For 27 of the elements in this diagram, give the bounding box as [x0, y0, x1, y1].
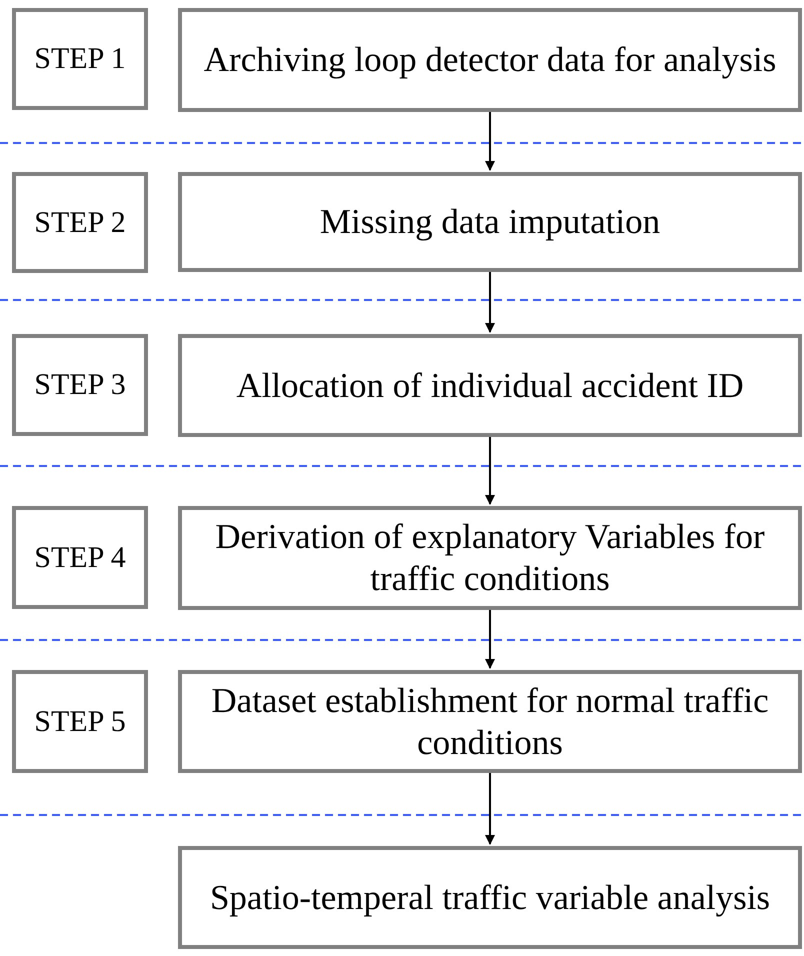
process-box: [178, 846, 802, 949]
step-label: STEP 4: [34, 540, 126, 576]
process-box: [178, 506, 802, 610]
arrow: [485, 112, 495, 171]
process-text: Derivation of explanatory Variables for traffic conditions: [214, 516, 766, 600]
process-text: Spatio-temperal traffic variable analysis: [208, 876, 772, 918]
step-label: STEP 3: [34, 367, 126, 404]
arrow: [485, 272, 495, 333]
step-label-box: [12, 670, 148, 773]
step-label: STEP 2: [34, 204, 126, 241]
arrow: [485, 610, 495, 669]
step-label-box: [12, 506, 148, 609]
step-label-box: [12, 172, 148, 273]
process-box: [178, 172, 802, 272]
process-text: Allocation of individual accident ID: [235, 364, 745, 406]
process-text: Dataset establishment for normal traffic conditions: [210, 680, 770, 764]
step-label: STEP 1: [34, 41, 126, 78]
process-box: [178, 334, 802, 437]
step-label-box: [12, 8, 148, 110]
process-box: [178, 670, 802, 773]
process-text: Archiving loop detector data for analysis: [202, 39, 778, 81]
arrow: [485, 773, 495, 845]
arrow: [485, 437, 495, 505]
process-text: Missing data imputation: [318, 201, 662, 243]
step-label-box: [12, 334, 148, 436]
step-label: STEP 5: [34, 704, 126, 740]
process-box: [178, 8, 802, 112]
